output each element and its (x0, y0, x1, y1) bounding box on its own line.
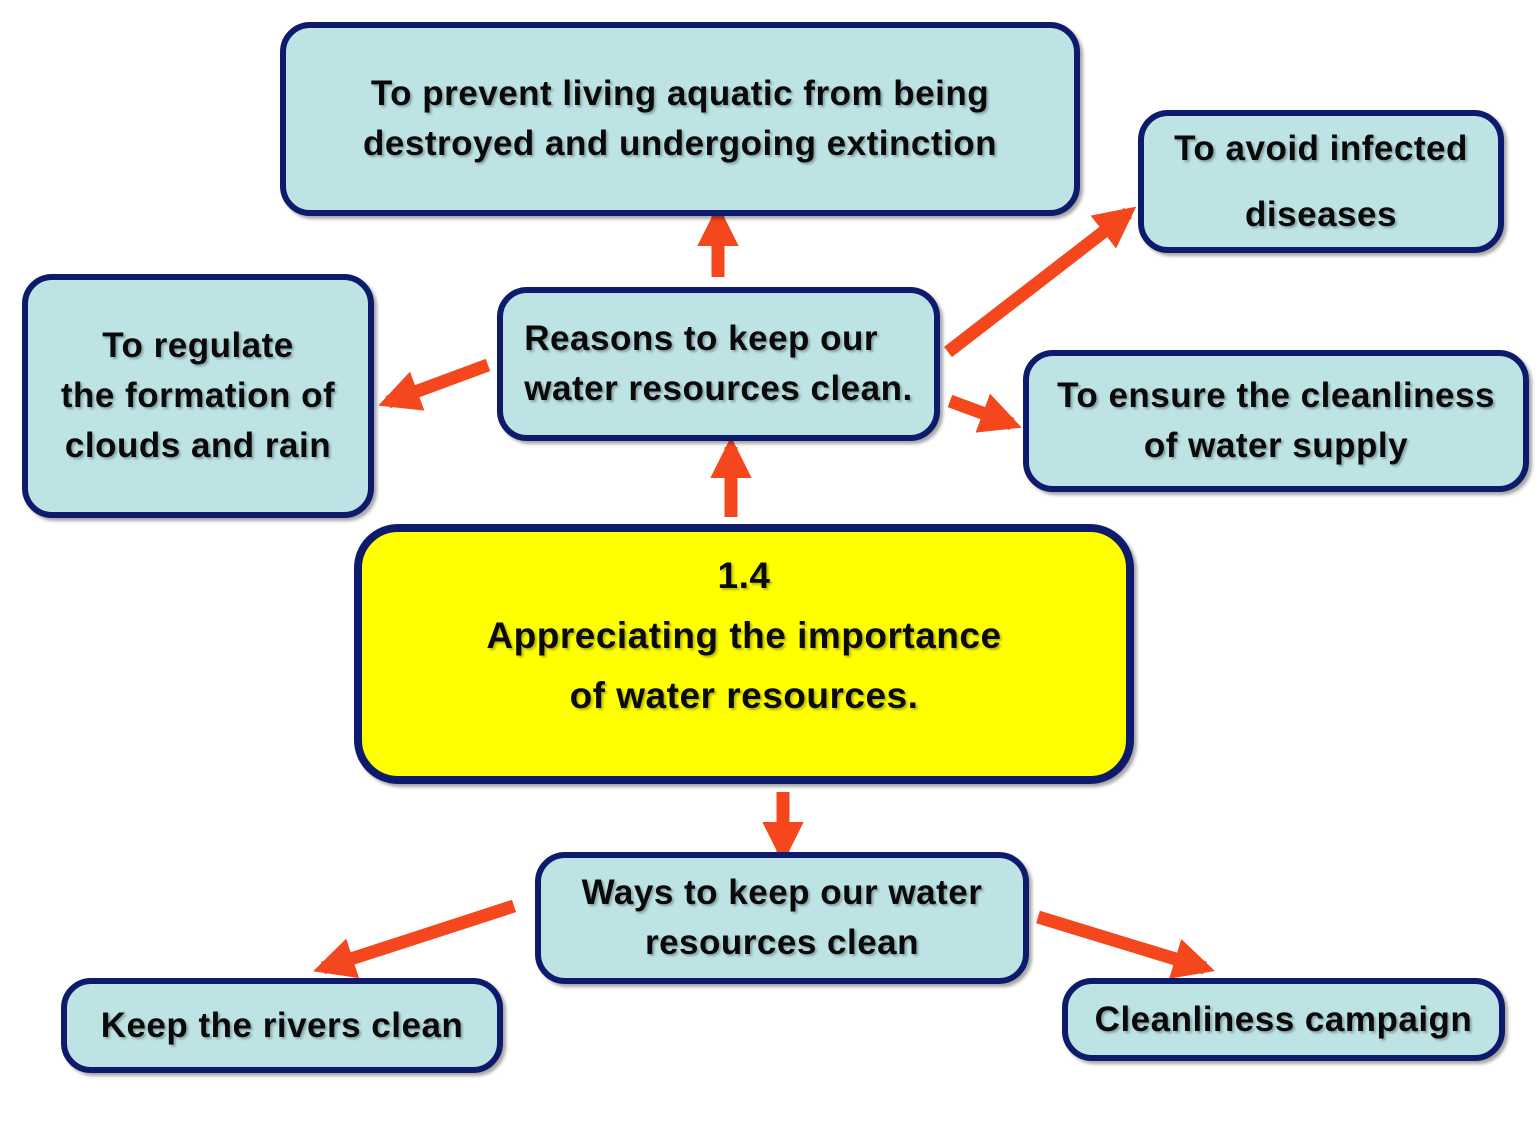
cleanliness-campaign-text: Cleanliness campaign (1094, 999, 1473, 1039)
ensure-cleanliness-text: To ensure the cleanliness of water suppl… (1057, 376, 1495, 465)
arrow-reasons-to-ensure (947, 393, 1022, 433)
topic-title: Appreciating the importance of water res… (486, 615, 1002, 716)
arrow-reasons-to-regulate (378, 358, 491, 411)
box-reasons: Reasons to keep our water resources clea… (497, 287, 940, 441)
arrow-reasons-to-avoid (944, 206, 1137, 358)
prevent-extinction-text: To prevent living aquatic from being des… (363, 74, 997, 163)
box-prevent-extinction: To prevent living aquatic from being des… (280, 22, 1080, 216)
box-cleanliness-campaign: Cleanliness campaign (1062, 978, 1505, 1061)
regulate-clouds-text: To regulate the formation of clouds and … (60, 326, 336, 465)
box-regulate-clouds: To regulate the formation of clouds and … (22, 274, 374, 518)
ways-title: Ways to keep our water resources clean (581, 873, 983, 962)
topic-number: 1.4 (717, 555, 771, 596)
box-keep-rivers-clean: Keep the rivers clean (61, 978, 503, 1073)
center-topic-content: 1.4 Appreciating the importance of water… (486, 546, 1001, 726)
box-center-topic: 1.4 Appreciating the importance of water… (354, 524, 1134, 784)
box-ways: Ways to keep our water resources clean (535, 852, 1029, 984)
arrow-ways-to-campaign (1036, 910, 1215, 979)
box-ensure-cleanliness: To ensure the cleanliness of water suppl… (1023, 350, 1529, 492)
reasons-title: Reasons to keep our water resources clea… (524, 319, 913, 408)
avoid-diseases-text: To avoid infected diseases (1174, 128, 1468, 234)
arrow-ways-to-rivers (313, 899, 517, 979)
box-avoid-diseases: To avoid infected diseases (1138, 110, 1504, 253)
keep-rivers-clean-text: Keep the rivers clean (100, 1005, 464, 1045)
